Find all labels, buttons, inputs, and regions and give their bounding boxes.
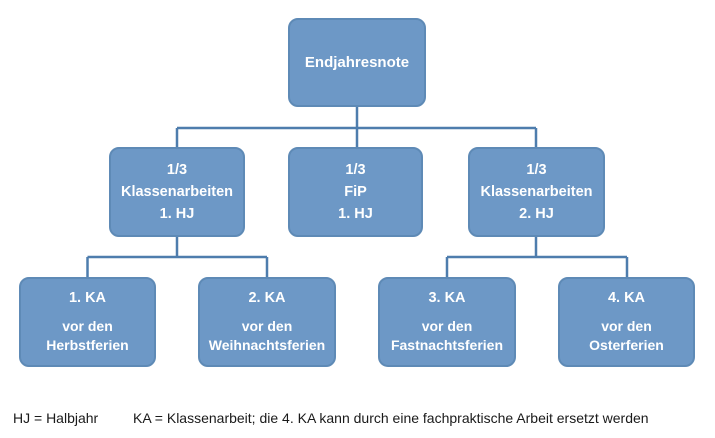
node-label-line: Klassenarbeiten (480, 184, 593, 200)
connector-left-branch (86, 237, 269, 277)
node-ka2-weihnachtsferien: 2. KA vor den Weihnachtsferien (198, 277, 336, 367)
node-label-line: 3. KA (428, 290, 466, 306)
legend-hj: HJ = Halbjahr (13, 410, 99, 426)
node-label-line: Weihnachtsferien (208, 337, 326, 353)
node-klassenarbeiten-2hj: 1/3 Klassenarbeiten 2. HJ (468, 147, 605, 237)
node-endjahresnote: Endjahresnote (288, 18, 426, 107)
node-klassenarbeiten-1hj: 1/3 Klassenarbeiten 1. HJ (109, 147, 245, 237)
connector-right-branch (445, 237, 629, 277)
node-label-line: 1/3 (345, 162, 366, 178)
node-label-line: vor den (421, 318, 473, 334)
node-label-line: FiP (344, 184, 367, 200)
node-label-line: vor den (601, 318, 652, 334)
node-label-line: vor den (241, 318, 293, 334)
legend-footnote: HJ = Halbjahr KA = Klassenarbeit; die 4.… (0, 407, 715, 429)
node-label-line: 1/3 (526, 162, 547, 178)
node-label-line: Osterferien (589, 337, 664, 353)
node-label-line: 1. HJ (159, 206, 195, 222)
node-label-line: 4. KA (607, 290, 646, 306)
node-fip-1hj: 1/3 FiP 1. HJ (288, 147, 423, 237)
node-ka1-herbstferien: 1. KA vor den Herbstferien (19, 277, 156, 367)
connector-root-to-level2 (175, 107, 538, 147)
node-label-line: 1. HJ (338, 206, 373, 222)
node-label-line: 2. HJ (519, 206, 554, 222)
node-label-line: 2. KA (248, 290, 286, 306)
node-label-line: 1/3 (166, 162, 188, 178)
node-label-line: Fastnachtsferien (390, 337, 504, 353)
node-ka4-osterferien: 4. KA vor den Osterferien (558, 277, 695, 367)
node-label-line: Herbstferien (46, 337, 129, 353)
legend-ka: KA = Klassenarbeit; die 4. KA kann durch… (133, 410, 649, 426)
node-label-line: 1. KA (68, 290, 107, 306)
node-label-line: Klassenarbeiten (120, 184, 234, 200)
node-label-line: vor den (62, 318, 113, 334)
node-label: Endjahresnote (304, 53, 410, 71)
node-ka3-fastnachtsferien: 3. KA vor den Fastnachtsferien (378, 277, 516, 367)
